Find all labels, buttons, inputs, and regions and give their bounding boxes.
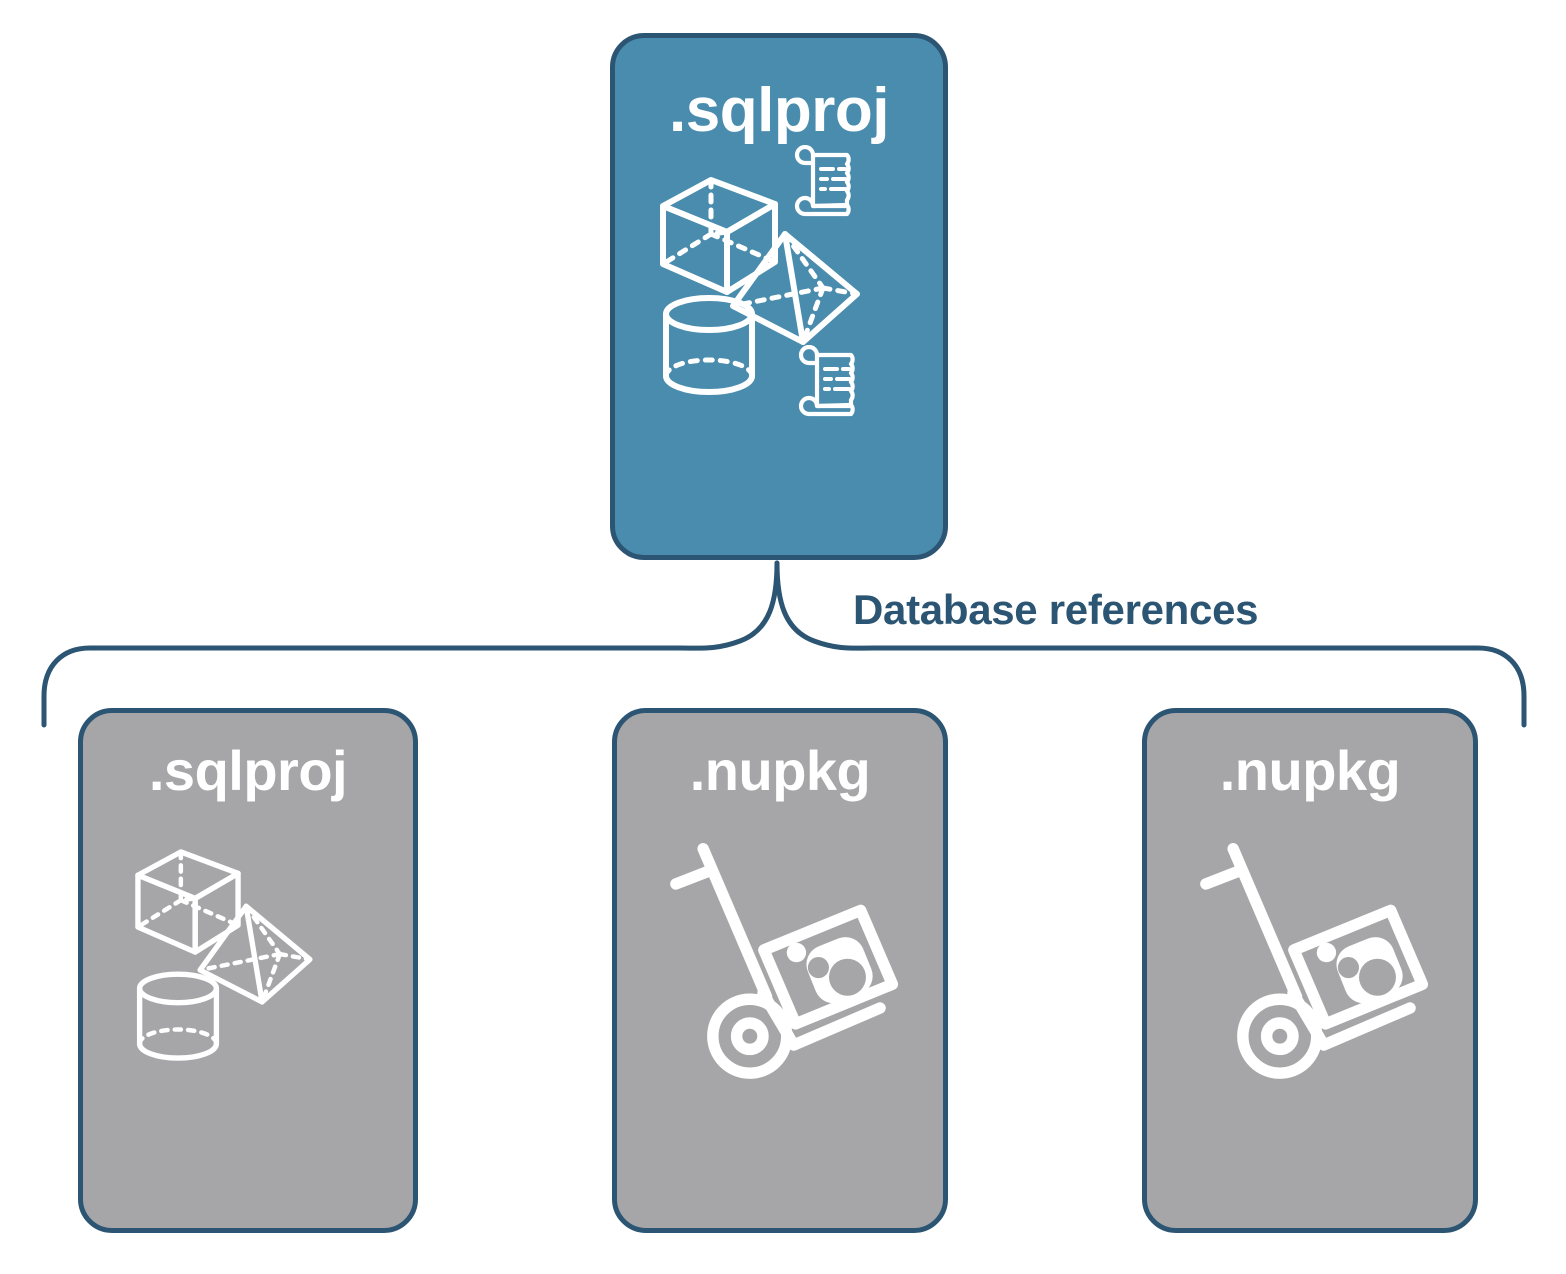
bracket-left-path bbox=[41, 560, 780, 728]
scroll-icon bbox=[798, 345, 855, 417]
card-reference-sqlproj-icon-area bbox=[83, 799, 413, 1228]
connector-label: Database references bbox=[845, 586, 1267, 634]
cube-icon bbox=[660, 177, 778, 295]
scroll-icon bbox=[794, 145, 851, 217]
cylinder-icon bbox=[136, 971, 220, 1061]
cube-icon bbox=[135, 849, 241, 955]
card-reference-nupkg-1-icon-area bbox=[617, 799, 943, 1228]
card-reference-nupkg-2-icon-area bbox=[1147, 799, 1473, 1228]
card-reference-nupkg-1[interactable]: .nupkg bbox=[612, 708, 948, 1233]
card-root-sqlproj[interactable]: .sqlproj bbox=[610, 33, 948, 560]
nuget-package-dolly-icon bbox=[670, 843, 899, 1079]
card-reference-nupkg-2-title: .nupkg bbox=[1219, 739, 1401, 802]
card-reference-nupkg-2[interactable]: .nupkg bbox=[1142, 708, 1478, 1233]
cylinder-icon bbox=[663, 295, 755, 395]
pyramid-icon bbox=[730, 231, 860, 345]
card-reference-nupkg-1-title: .nupkg bbox=[689, 739, 871, 802]
card-root-icon-area bbox=[615, 142, 943, 555]
pyramid-icon bbox=[197, 903, 313, 1005]
card-reference-sqlproj[interactable]: .sqlproj bbox=[78, 708, 418, 1233]
nuget-package-dolly-icon bbox=[1200, 843, 1429, 1079]
card-root-title: .sqlproj bbox=[669, 76, 889, 145]
card-reference-sqlproj-title: .sqlproj bbox=[148, 739, 348, 802]
